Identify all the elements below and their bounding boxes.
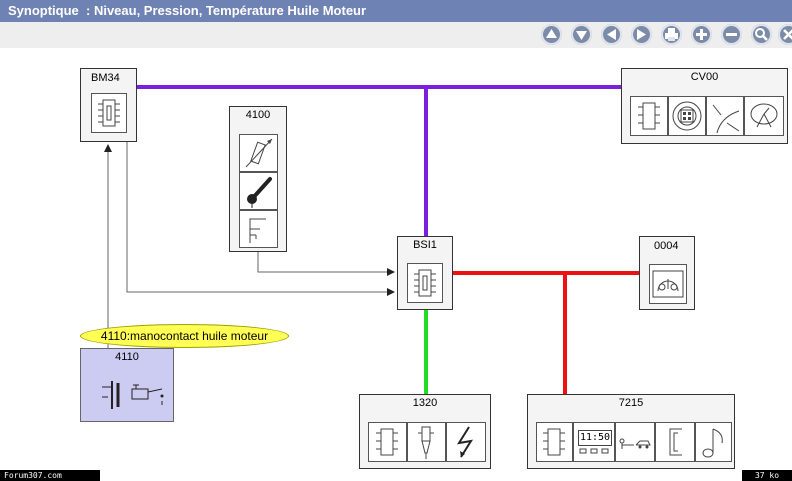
- arrow-right-icon: [637, 29, 646, 40]
- box-4110[interactable]: 4110: [80, 348, 174, 422]
- minus-icon: [726, 33, 737, 36]
- clock-display-icon: 11:50: [573, 422, 615, 462]
- footer-watermark: Forum307.com: [0, 470, 100, 481]
- box-label: BM34: [91, 72, 120, 84]
- sensor-resistor-icon: [239, 134, 278, 172]
- right-button[interactable]: [631, 24, 652, 45]
- down-button[interactable]: [571, 24, 592, 45]
- ecu-icon: [407, 263, 443, 303]
- box-label: 0004: [654, 240, 679, 252]
- box-7215[interactable]: 7215 11:50: [527, 394, 735, 469]
- box-label: 7215: [618, 397, 644, 409]
- box-0004[interactable]: 0004: [639, 236, 695, 310]
- ecu-icon: [630, 96, 668, 136]
- box-bm34[interactable]: BM34: [80, 68, 137, 142]
- thermometer-icon: [239, 172, 278, 210]
- arrow-down-icon: [576, 31, 587, 40]
- toolbar: [0, 22, 792, 48]
- pressure-switch-icon: [90, 375, 128, 415]
- switch-icon: [668, 96, 706, 136]
- print-button[interactable]: [661, 24, 682, 45]
- ecu-icon: [536, 422, 573, 462]
- search-button[interactable]: [751, 24, 772, 45]
- title-bar: Synoptique : Niveau, Pression, Températu…: [0, 0, 792, 22]
- ecu-icon: [91, 93, 127, 133]
- box-label: 4110: [115, 351, 139, 363]
- clock-display: 11:50: [578, 430, 612, 446]
- magnifier-icon: [755, 28, 768, 41]
- box-1320[interactable]: 1320: [359, 394, 491, 469]
- up-button[interactable]: [541, 24, 562, 45]
- zoom-in-button[interactable]: [691, 24, 712, 45]
- level-probe-icon: [239, 210, 278, 248]
- arrow-up-icon: [546, 29, 557, 38]
- stalk-icon: [706, 96, 744, 136]
- box-label: BSI1: [413, 239, 437, 251]
- box-cv00[interactable]: CV00: [621, 68, 788, 144]
- box-label: 1320: [412, 397, 438, 409]
- box-4100[interactable]: 4100: [229, 106, 287, 252]
- wire-4100-bsi1: [257, 252, 395, 276]
- oil-can-icon: [128, 375, 168, 415]
- wire-bm34-bsi1: [126, 142, 395, 296]
- display-bracket-icon: [655, 422, 695, 462]
- spark-icon: [446, 422, 486, 462]
- injector-icon: [407, 422, 446, 462]
- box-label: CV00: [690, 71, 719, 83]
- gauge-icon: [744, 96, 784, 136]
- ecu-icon: [368, 422, 407, 462]
- box-label: 4100: [245, 109, 271, 121]
- antenna-icon: [615, 422, 655, 462]
- music-note-icon: [695, 422, 732, 462]
- printer-icon: [665, 28, 678, 41]
- box-bsi1[interactable]: BSI1: [397, 236, 453, 310]
- plus-icon: [696, 29, 707, 40]
- footer-size: 37 ko: [742, 470, 792, 481]
- arrow-left-icon: [607, 29, 616, 40]
- instrument-panel-icon: [649, 264, 687, 304]
- left-button[interactable]: [601, 24, 622, 45]
- zoom-out-button[interactable]: [721, 24, 742, 45]
- component-callout: 4110:manocontact huile moteur: [80, 324, 289, 348]
- window-title: Synoptique : Niveau, Pression, Températu…: [8, 3, 367, 18]
